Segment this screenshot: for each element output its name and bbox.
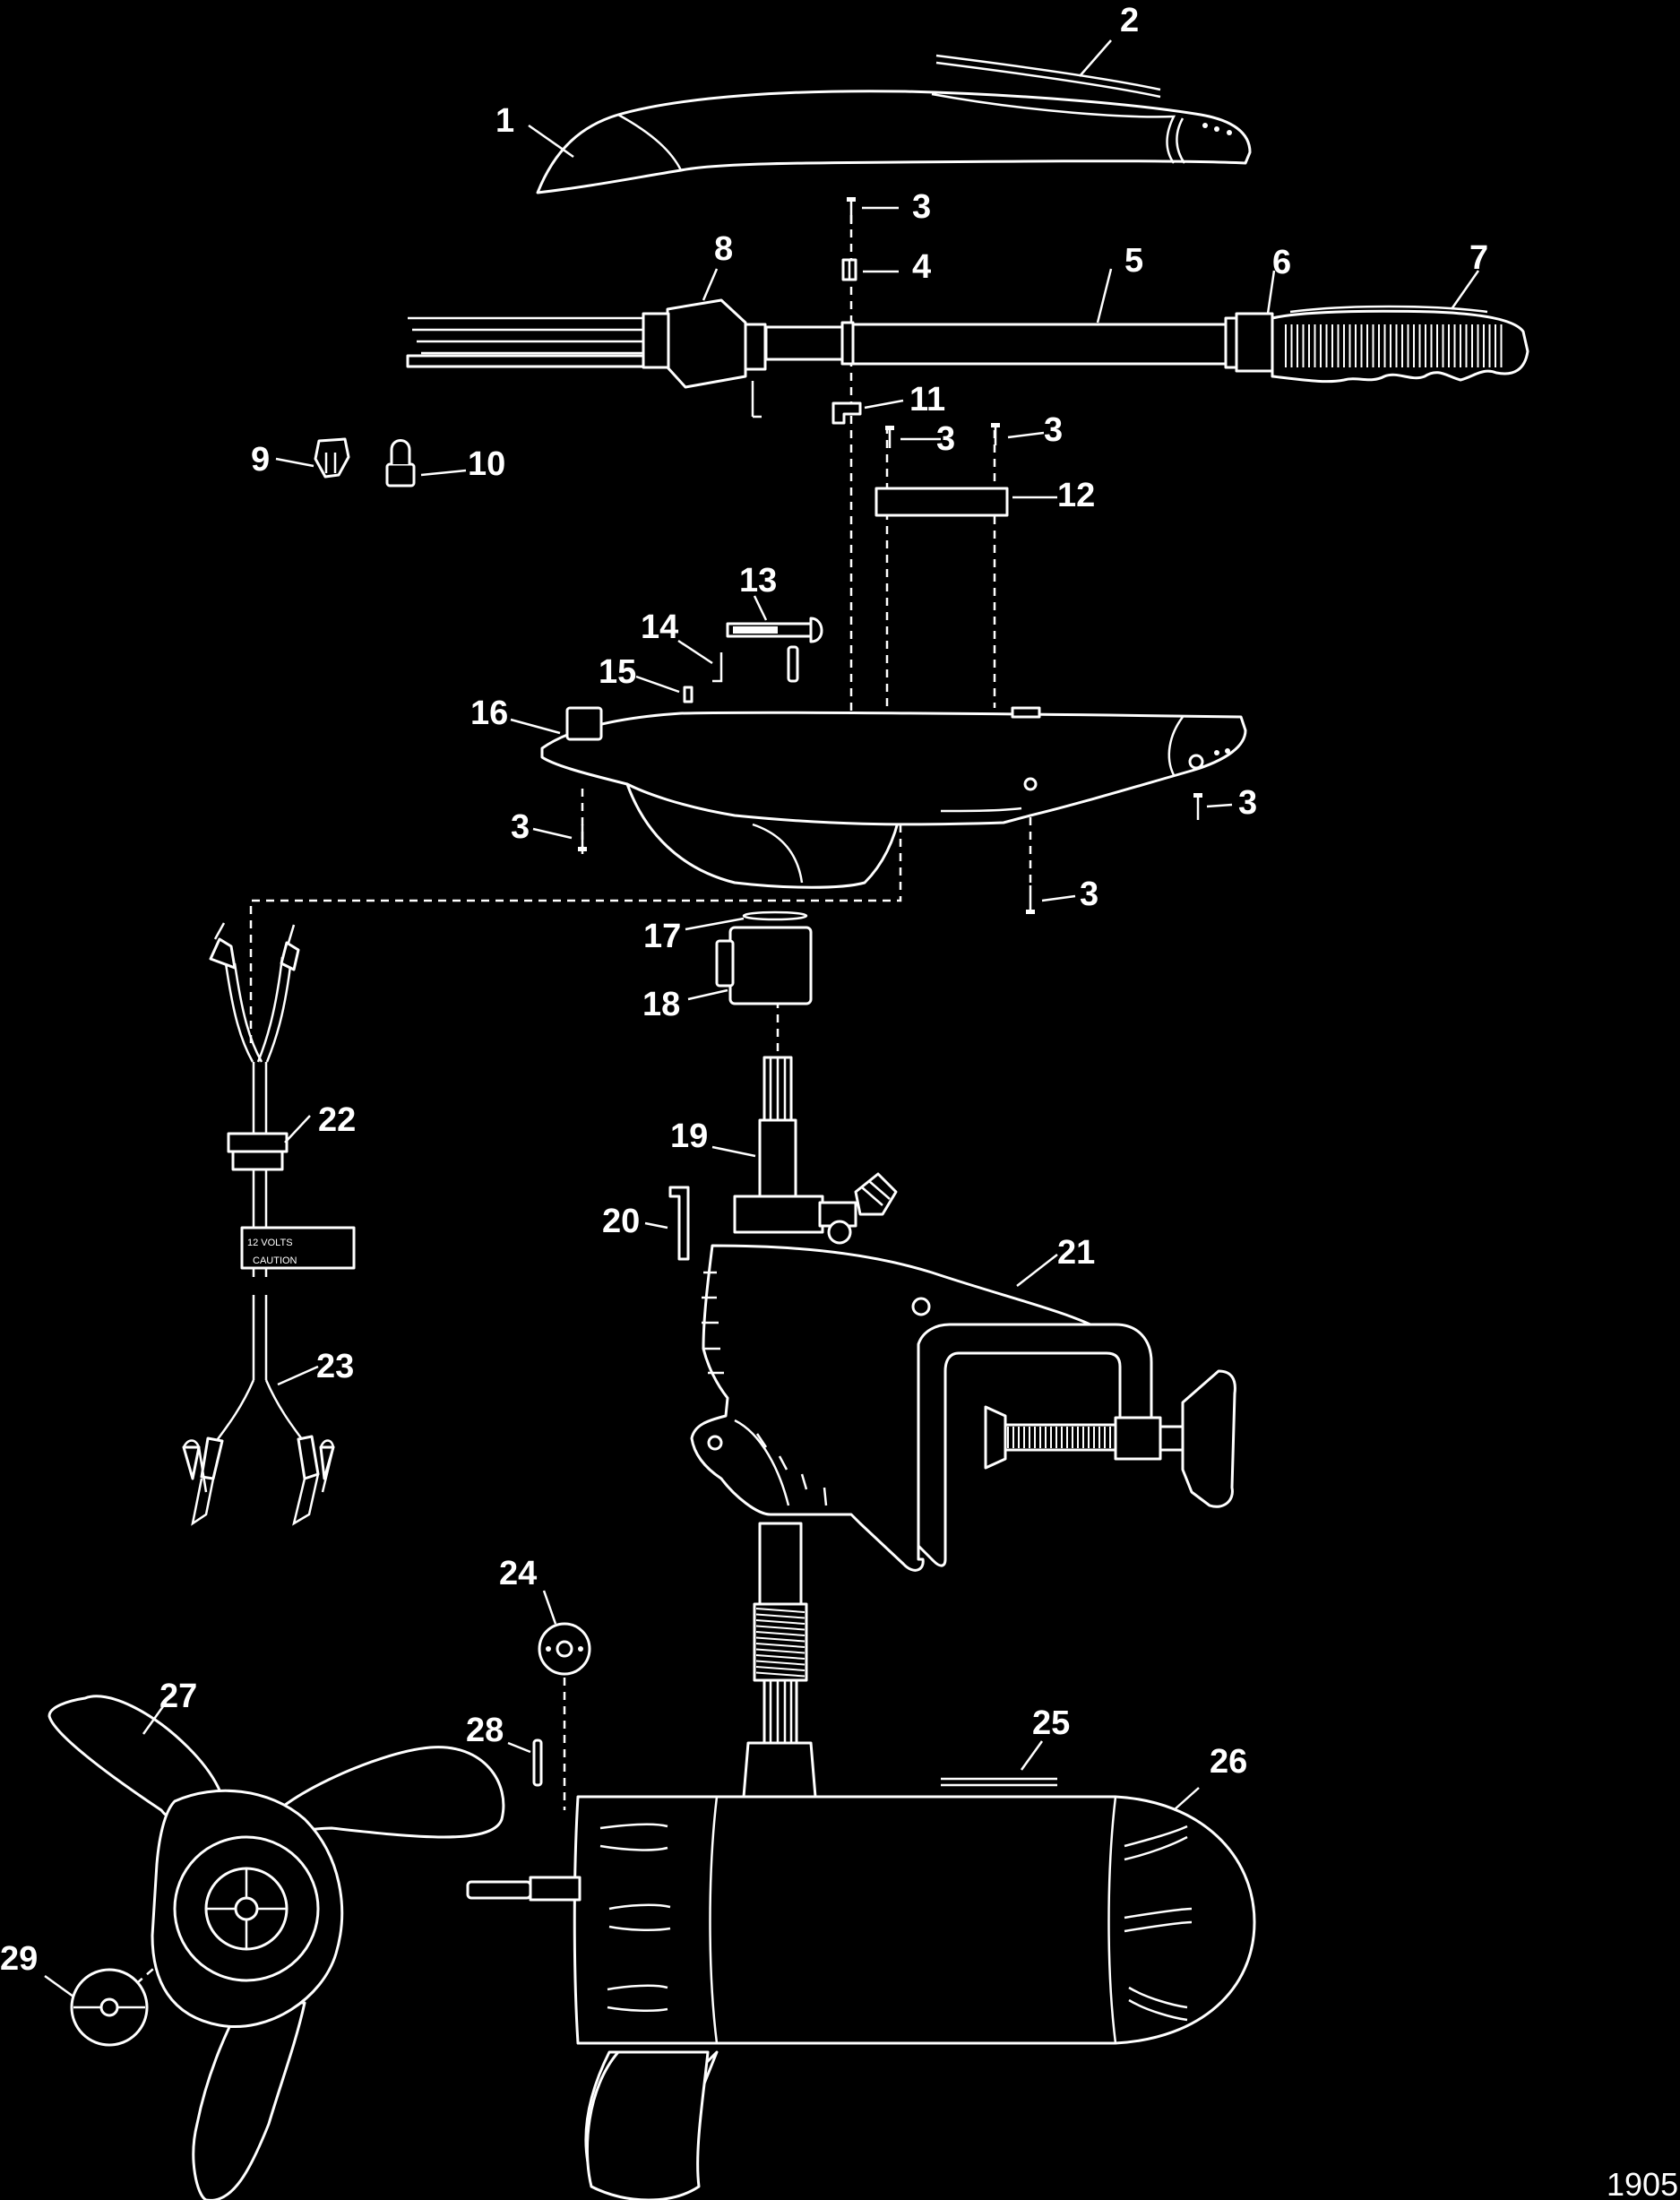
callout-2: 2 (1120, 2, 1139, 39)
part-24-nut (538, 1622, 591, 1676)
hatch-line (755, 1671, 806, 1678)
callout-28: 28 (466, 1712, 504, 1749)
callout-5: 5 (1124, 242, 1143, 280)
part-17-washer (742, 910, 808, 921)
part-14-clip (712, 652, 723, 683)
callout-3-right: 3 (1238, 784, 1257, 822)
screw (578, 824, 587, 851)
callout-numbers: 1 2 3 4 5 6 7 8 9 10 11 3 3 12 13 14 15 … (0, 2, 1488, 1978)
part-19-shaft-collar (733, 1056, 898, 1245)
hatch-line (755, 1666, 806, 1671)
part-22-strain-relief-harness: 12 VOLTS CAUTION (209, 922, 356, 1277)
callout-18: 18 (642, 986, 680, 1023)
harness-label-volts: 12 VOLTS (247, 1238, 293, 1248)
callout-23: 23 (316, 1348, 354, 1385)
part-15-pin (683, 686, 694, 703)
part-2-decal (935, 54, 1161, 99)
callout-3-mid-b: 3 (1044, 411, 1063, 449)
hatch-line (755, 1648, 806, 1654)
part-12-spacer (874, 487, 1009, 517)
screw (847, 197, 856, 224)
callout-9: 9 (251, 441, 270, 479)
part-28-drive-pin (532, 1738, 543, 1787)
leader-lines (44, 39, 1480, 1998)
part-11-bracket (831, 401, 862, 425)
part-9-connector (314, 437, 350, 479)
part-10-wire-nut (385, 439, 416, 487)
callout-4: 4 (912, 248, 931, 286)
callout-19: 19 (670, 1117, 708, 1155)
part-23-battery-leads (182, 1295, 335, 1526)
part-8-speed-switch (406, 298, 767, 418)
hatch-line (755, 1619, 806, 1625)
part-20-pin (668, 1186, 690, 1261)
hatch-line (755, 1660, 806, 1666)
hatch-line (755, 1625, 806, 1631)
callout-26: 26 (1210, 1743, 1247, 1781)
callout-27: 27 (159, 1678, 197, 1715)
hatch-line (755, 1643, 806, 1648)
part-16-lower-housing (540, 706, 1247, 889)
callout-22: 22 (318, 1101, 356, 1139)
callout-29: 29 (0, 1940, 38, 1978)
callout-14: 14 (641, 608, 678, 646)
callout-24: 24 (499, 1555, 537, 1592)
callout-21: 21 (1057, 1234, 1095, 1272)
callout-3-mid-a: 3 (936, 420, 955, 458)
hatch-line (755, 1613, 806, 1619)
hatch-line (755, 1631, 806, 1636)
part-3-screws (578, 197, 1202, 914)
callout-7: 7 (1469, 239, 1488, 277)
screw (991, 423, 1000, 445)
callout-3-left: 3 (511, 808, 530, 846)
screw (1193, 793, 1202, 820)
hatch-line (755, 1654, 806, 1660)
callout-11: 11 (909, 381, 945, 418)
screw (885, 426, 894, 448)
callout-8: 8 (714, 230, 733, 268)
lower-shaft (742, 1522, 817, 1799)
callout-6: 6 (1272, 244, 1291, 281)
part-29-prop-nut (70, 1968, 149, 2047)
part-21-clamp-bracket (690, 1244, 1236, 1572)
callout-3-lower: 3 (1080, 876, 1098, 913)
callout-3-top: 3 (912, 188, 931, 226)
part-27-propeller (47, 1695, 505, 2200)
harness-label-caution: CAUTION (253, 1255, 297, 1266)
part-26-motor (466, 1795, 1256, 2200)
part-13-pin (726, 617, 823, 683)
figure-number: 1905 (1607, 2166, 1678, 2200)
part-7-grip (1271, 305, 1529, 384)
callout-25: 25 (1032, 1704, 1070, 1742)
assembly-lines (114, 215, 1032, 2004)
callout-16: 16 (470, 695, 508, 732)
callout-10: 10 (468, 445, 505, 483)
hatch-line (755, 1636, 806, 1643)
callout-17: 17 (643, 918, 681, 955)
part-25-decal (941, 1777, 1057, 1787)
screw (1026, 885, 1035, 914)
callout-13: 13 (739, 562, 777, 600)
part-1-top-cover (536, 90, 1252, 194)
hatch-line (755, 1608, 806, 1613)
callout-20: 20 (602, 1203, 640, 1240)
callout-15: 15 (599, 653, 636, 691)
part-5-handle-tube (764, 321, 1231, 366)
part-18-bushing (715, 926, 813, 1005)
part-6-collar (1224, 312, 1274, 373)
callout-12: 12 (1057, 477, 1095, 514)
part-4-clip (841, 258, 857, 281)
callout-1: 1 (495, 102, 514, 140)
